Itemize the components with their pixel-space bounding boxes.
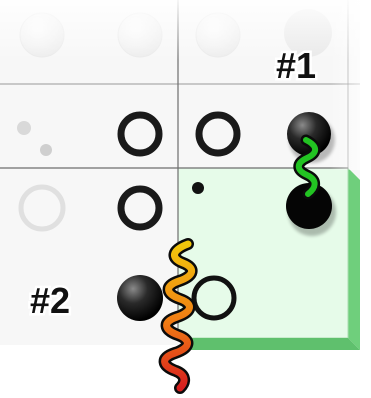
small-dot xyxy=(40,144,52,156)
highlight-region xyxy=(178,168,360,350)
right-fade-overlay xyxy=(330,0,371,170)
small-dot xyxy=(17,121,31,135)
small-black-dot xyxy=(192,182,204,194)
label-1: #1 xyxy=(276,45,316,86)
highlight-side-face xyxy=(348,168,360,350)
highlight-bottom-face xyxy=(178,338,360,350)
solid-ball xyxy=(117,275,163,321)
label-2: #2 xyxy=(30,280,70,321)
solid-ball xyxy=(287,112,331,156)
